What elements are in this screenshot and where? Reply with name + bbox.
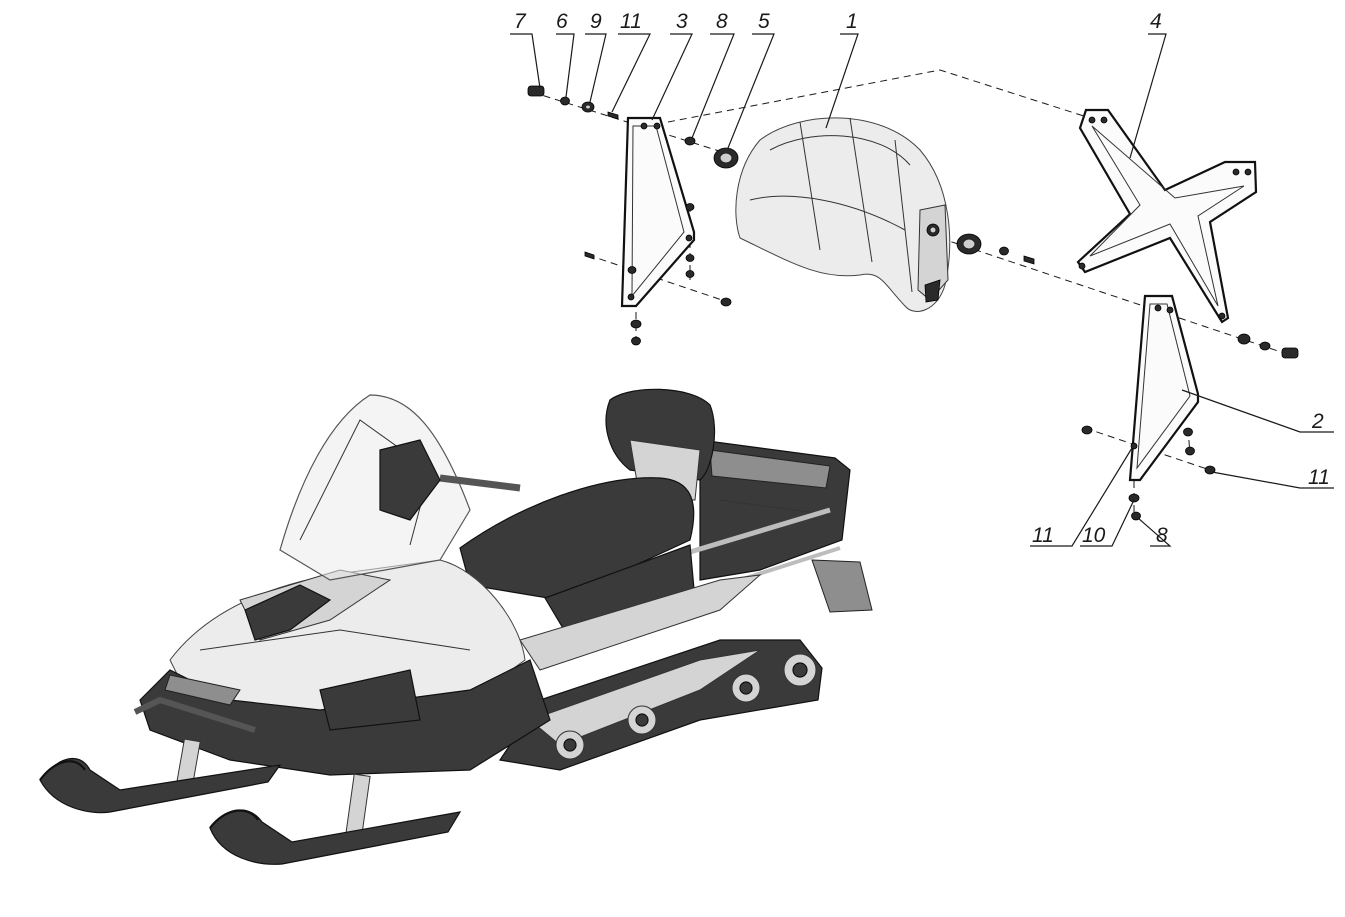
spacer-rings	[713, 147, 982, 255]
callout-6: 6	[556, 10, 568, 33]
callout-2: 2	[1311, 410, 1324, 433]
callout-leaders	[510, 33, 1334, 547]
fasteners	[527, 85, 1299, 521]
callout-8-bottom: 8	[1156, 524, 1168, 547]
backrest	[735, 117, 951, 312]
callout-8-top: 8	[716, 10, 728, 33]
callout-labels: 7 6 9 11 3 8 5 1 4 2 11 11 10 8	[514, 10, 1330, 547]
callout-10: 10	[1082, 524, 1106, 547]
callout-5: 5	[758, 10, 770, 33]
callout-11-bottom: 11	[1032, 524, 1054, 547]
snowmobile-illustration	[39, 388, 873, 865]
left-bracket	[620, 116, 696, 308]
callout-11-right: 11	[1308, 466, 1330, 489]
callout-9: 9	[590, 10, 602, 33]
right-bracket	[1128, 294, 1200, 482]
x-plate	[1076, 108, 1258, 324]
callout-7: 7	[514, 10, 527, 33]
callout-4: 4	[1150, 10, 1162, 33]
callout-1: 1	[846, 10, 858, 33]
callout-3: 3	[676, 10, 688, 33]
callout-11-top: 11	[620, 10, 642, 33]
